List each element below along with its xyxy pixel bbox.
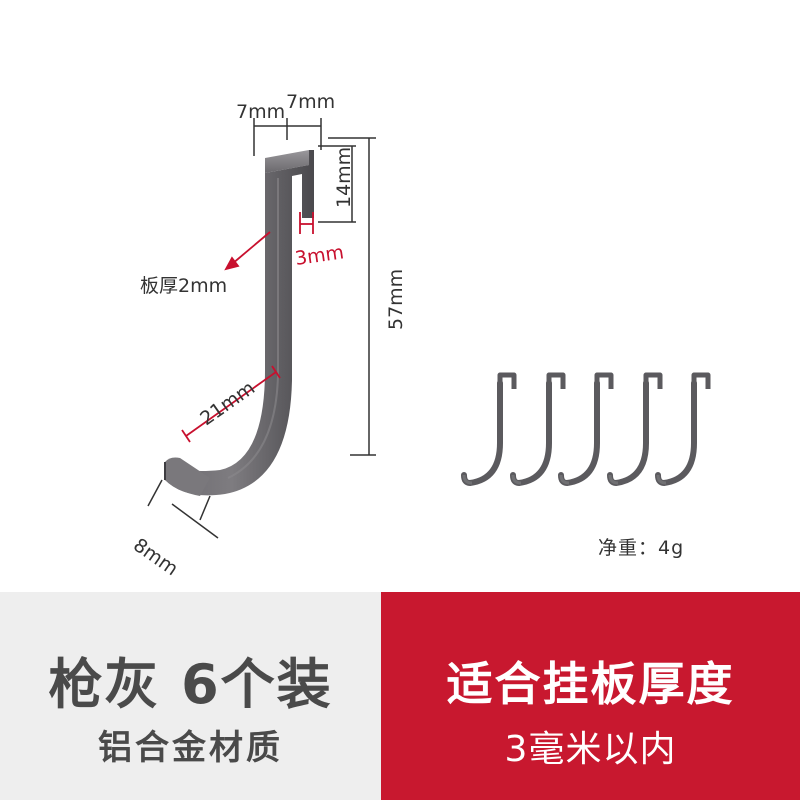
small-hook (561, 375, 611, 483)
hook-set (464, 375, 708, 483)
dim-tip-length: 8mm (129, 534, 182, 580)
total-height-dimension (328, 137, 376, 456)
board-thickness-title: 适合挂板厚度 (446, 657, 735, 711)
material-subtitle: 铝合金材质 (98, 728, 283, 768)
dim-gap: 3mm (294, 241, 346, 270)
dim-total-height: 57mm (385, 269, 407, 330)
top-width-dimension (253, 118, 322, 156)
small-hook (464, 375, 514, 483)
board-thickness-subtitle: 3毫米以内 (504, 729, 677, 770)
large-hook (164, 150, 314, 496)
dim-inner-height: 14mm (333, 147, 355, 208)
inner-height-dimension (318, 145, 356, 223)
product-diagram: 7mm 7mm 14mm 57mm 3mm 板厚2mm 21mm 8mm (129, 91, 800, 580)
small-hook (513, 375, 563, 483)
small-hook (610, 375, 660, 483)
net-weight: 净重：4g (598, 537, 685, 559)
dim-curve-width: 21mm (196, 377, 259, 430)
board-thickness-panel: 适合挂板厚度 3毫米以内 (381, 592, 800, 800)
color-count-panel: 枪灰 6个装 铝合金材质 (0, 592, 381, 800)
dim-top-width-a: 7mm (236, 101, 285, 123)
color-count-title: 枪灰 6个装 (48, 653, 333, 716)
dim-plate-thickness: 板厚2mm (140, 275, 227, 297)
plate-thickness-arrow (224, 231, 271, 271)
tip-length-dimension (147, 479, 219, 539)
small-hook (658, 375, 708, 483)
gap-dimension (299, 212, 314, 234)
dim-top-width-b: 7mm (286, 91, 335, 113)
curve-width-dimension (181, 365, 281, 443)
